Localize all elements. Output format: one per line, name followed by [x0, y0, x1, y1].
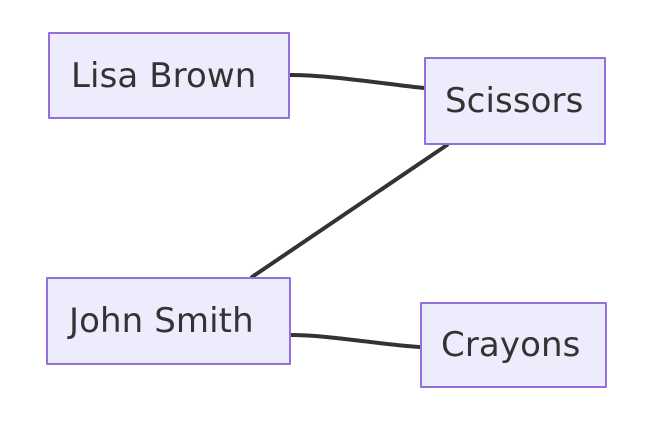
node-label-john-smith: John Smith [69, 301, 254, 341]
node-label-crayons: Crayons [441, 325, 581, 365]
edge-scissors-john-smith [250, 143, 449, 279]
edge-john-smith-crayons [289, 333, 422, 349]
node-label-lisa-brown: Lisa Brown [71, 55, 257, 96]
node-crayons[interactable]: Crayons [420, 302, 607, 388]
edge-lisa-brown-scissors [288, 73, 426, 90]
node-scissors[interactable]: Scissors [424, 57, 606, 145]
node-label-scissors: Scissors [445, 81, 584, 121]
node-lisa-brown[interactable]: Lisa Brown [48, 32, 290, 119]
node-john-smith[interactable]: John Smith [46, 277, 291, 365]
